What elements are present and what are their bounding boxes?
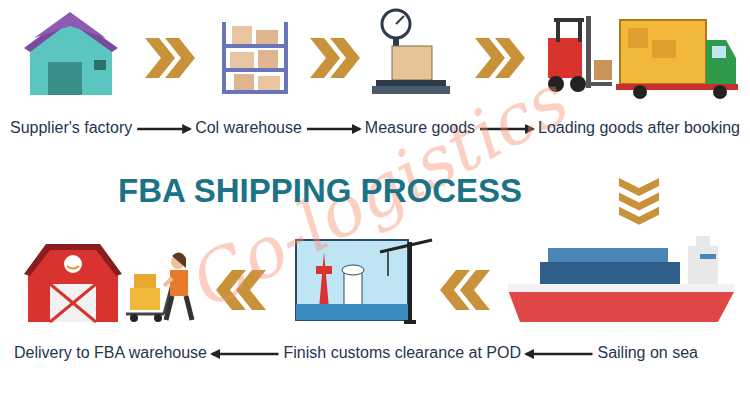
step-label: Measure goods bbox=[363, 118, 477, 138]
step-text: Loading goods after booking bbox=[538, 119, 740, 136]
chevron-icon bbox=[440, 270, 490, 310]
step-label: Finish customs clearance at POD bbox=[282, 343, 523, 363]
barn-icon bbox=[24, 244, 122, 322]
flow-arrow bbox=[212, 353, 279, 356]
flow-arrow bbox=[307, 128, 360, 131]
flow-chevron bbox=[619, 178, 659, 225]
step-label: Delivery to FBA warehouse bbox=[12, 343, 209, 363]
flow-arrow bbox=[526, 353, 593, 356]
step-text: Finish customs clearance at POD bbox=[284, 344, 521, 361]
shelf-icon bbox=[222, 22, 288, 94]
factory-icon bbox=[24, 12, 118, 95]
diagram-title: FBA SHIPPING PROCESS bbox=[0, 172, 640, 210]
scale-icon bbox=[372, 10, 450, 94]
truck-icon bbox=[616, 20, 738, 99]
step-label: Loading goods after booking bbox=[536, 118, 742, 138]
step-label: Sailing on sea bbox=[595, 343, 700, 363]
step-text: Delivery to FBA warehouse bbox=[14, 344, 207, 361]
chevron-icon bbox=[145, 38, 195, 78]
step-text: Col warehouse bbox=[195, 119, 302, 136]
flow-arrow bbox=[137, 128, 190, 131]
step-label: Supplier's factory bbox=[8, 118, 134, 138]
chevron-icon bbox=[310, 38, 360, 78]
step-text: Measure goods bbox=[365, 119, 475, 136]
step-label: Col warehouse bbox=[193, 118, 304, 138]
step-text: Sailing on sea bbox=[597, 344, 698, 361]
ship-icon bbox=[508, 236, 735, 322]
step-text: Supplier's factory bbox=[10, 119, 132, 136]
